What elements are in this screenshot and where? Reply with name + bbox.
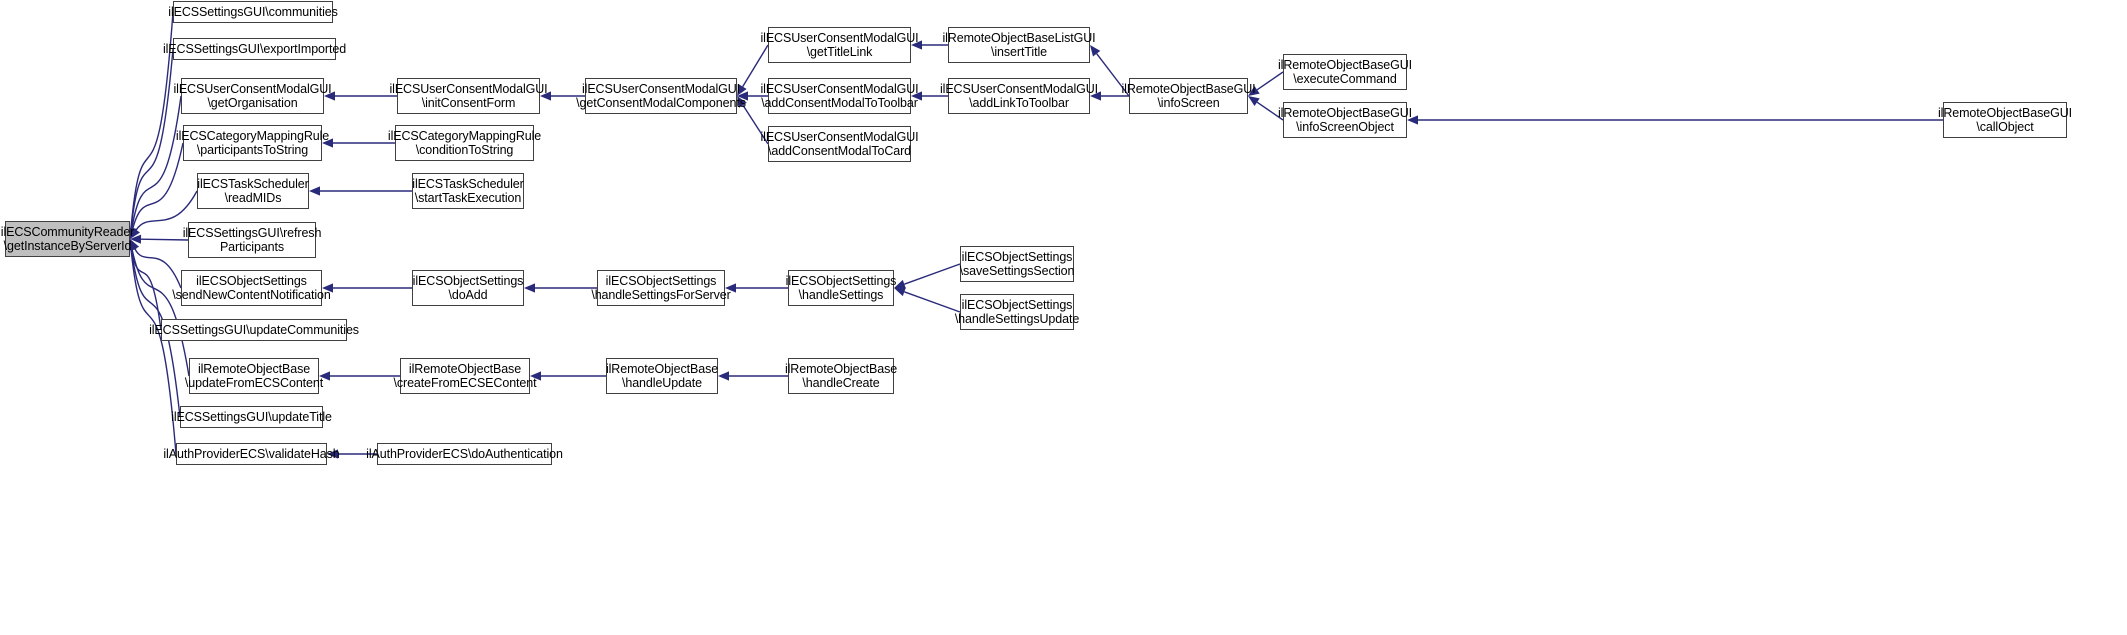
edge-exportImported-to-root [126,48,174,239]
graph-node-handleCreate[interactable]: ilRemoteObjectBase \handleCreate [785,358,897,394]
graph-node-exportImported[interactable]: ilECSSettingsGUI\exportImported [163,38,346,60]
edge-handleUpdate-to-createFromECSEContent [530,371,606,381]
graph-node-participantsToString[interactable]: ilECSCategoryMappingRule \participantsTo… [176,125,329,161]
graph-node-handleSettingsForSrv[interactable]: ilECSObjectSettings \handleSettingsForSe… [591,270,731,306]
graph-node-executeCommand[interactable]: ilRemoteObjectBaseGUI \executeCommand [1278,54,1412,90]
graph-node-getTitleLink[interactable]: ilECSUserConsentModalGUI \getTitleLink [760,27,919,63]
graph-node-handleUpdate[interactable]: ilRemoteObjectBase \handleUpdate [606,358,718,394]
graph-node-infoScreenObject[interactable]: ilRemoteObjectBaseGUI \infoScreenObject [1278,102,1412,138]
edge-updateFromECSContent-to-root [127,239,190,377]
graph-node-callObject[interactable]: ilRemoteObjectBaseGUI \callObject [1938,102,2072,138]
graph-node-addLinkToToolbar[interactable]: ilECSUserConsentModalGUI \addLinkToToolb… [940,78,1098,114]
edge-getOrganisation-to-root [127,95,182,239]
graph-node-handleSettings[interactable]: ilECSObjectSettings \handleSettings [786,270,896,306]
graph-node-saveSettingsSection[interactable]: ilECSObjectSettings \saveSettingsSection [960,246,1074,282]
edge-refreshParticipants-to-root [130,234,189,244]
graph-node-startTaskExecution[interactable]: ilECSTaskScheduler \startTaskExecution [412,173,524,209]
edge-handleSettingsUpdate-to-handleSettings [894,287,961,313]
graph-node-validateHash[interactable]: ilAuthProviderECS\validateHash [163,443,340,465]
graph-node-refreshParticipants[interactable]: ilECSSettingsGUI\refresh Participants [183,222,321,258]
edge-validateHash-to-root [126,239,177,455]
graph-node-addConsentModalToCard[interactable]: ilECSUserConsentModalGUI \addConsentModa… [760,126,919,162]
graph-node-root[interactable]: ilECSCommunityReader \getInstanceByServe… [1,221,134,257]
edge-initConsentForm-to-getOrganisation [324,91,397,101]
graph-node-getOrganisation[interactable]: ilECSUserConsentModalGUI \getOrganisatio… [173,78,332,114]
graph-node-conditionToString[interactable]: ilECSCategoryMappingRule \conditionToStr… [388,125,541,161]
graph-node-insertTitle[interactable]: ilRemoteObjectBaseListGUI \insertTitle [942,27,1096,63]
graph-node-getConsentModalComp[interactable]: ilECSUserConsentModalGUI \getConsentModa… [576,78,746,114]
edge-participantsToString-to-root [128,142,184,239]
graph-node-updateTitle[interactable]: ilECSSettingsGUI\updateTitle [171,406,332,428]
edge-saveSettingsSection-to-handleSettings [894,263,961,289]
edge-createFromECSEContent-to-updateFromECSContent [319,371,400,381]
edge-handleCreate-to-handleUpdate [718,371,788,381]
graph-node-doAdd[interactable]: ilECSObjectSettings \doAdd [412,270,524,306]
graph-node-handleSettingsUpdate[interactable]: ilECSObjectSettings \handleSettingsUpdat… [955,294,1079,330]
graph-node-communities[interactable]: ilECSSettingsGUI\communities [168,1,338,23]
edge-handleSettingsForSrv-to-doAdd [524,283,597,293]
graph-node-doAuthentication[interactable]: ilAuthProviderECS\doAuthentication [366,443,563,465]
edge-startTaskExecution-to-readMIDs [309,186,412,196]
graph-node-updateCommunities[interactable]: ilECSSettingsGUI\updateCommunities [149,319,359,341]
graph-node-addConsentModalToTb[interactable]: ilECSUserConsentModalGUI \addConsentModa… [760,78,919,114]
edge-handleSettings-to-handleSettingsForSrv [725,283,788,293]
graph-node-readMIDs[interactable]: ilECSTaskScheduler \readMIDs [197,173,309,209]
graph-node-updateFromECSContent[interactable]: ilRemoteObjectBase \updateFromECSContent [185,358,323,394]
graph-node-sendNewContentNotif[interactable]: ilECSObjectSettings \sendNewContentNotif… [172,270,331,306]
edge-conditionToString-to-participantsToString [322,138,395,148]
edge-doAdd-to-sendNewContentNotif [322,283,412,293]
edge-callObject-to-infoScreenObject [1407,115,1943,125]
graph-node-createFromECSEContent[interactable]: ilRemoteObjectBase \createFromECSEConten… [394,358,537,394]
graph-node-initConsentForm[interactable]: ilECSUserConsentModalGUI \initConsentFor… [389,78,548,114]
graph-node-infoScreen[interactable]: ilRemoteObjectBaseGUI \infoScreen [1121,78,1256,114]
